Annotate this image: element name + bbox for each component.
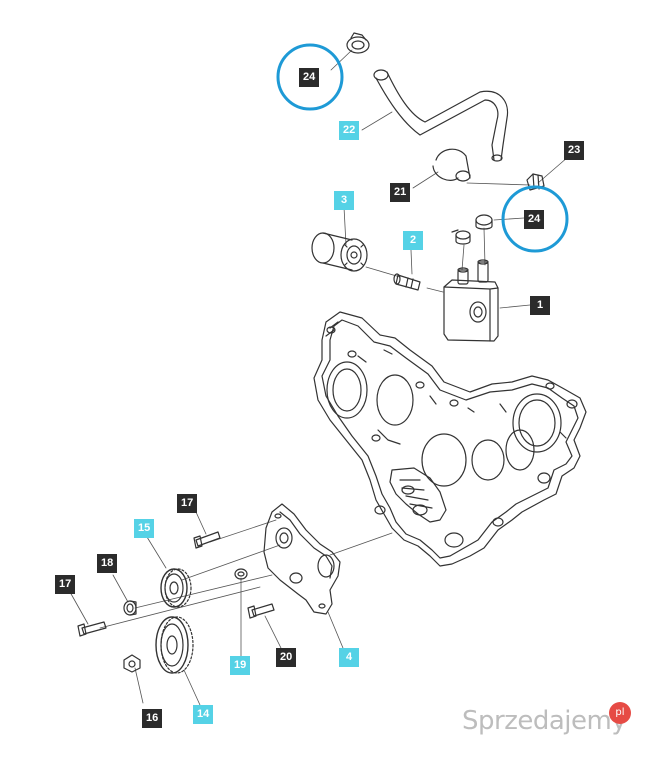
label-1: 1 xyxy=(530,296,550,315)
label-22: 22 xyxy=(339,121,360,140)
oil-pump-housing xyxy=(263,503,341,615)
hose-clamp-right xyxy=(475,214,493,230)
label-4: 4 xyxy=(339,648,359,667)
bushing xyxy=(123,600,137,616)
label-18: 18 xyxy=(97,554,118,573)
spacer xyxy=(234,568,248,580)
oil-cooler xyxy=(443,259,499,342)
small-gear xyxy=(160,568,192,608)
watermark-badge: pl xyxy=(609,702,631,724)
highlight-circle-top xyxy=(276,43,344,111)
coolant-hose xyxy=(373,69,509,162)
oil-filter xyxy=(311,232,368,272)
nut xyxy=(123,654,141,673)
bolt-lower xyxy=(247,603,275,619)
watermark-text: Sprzedajemy xyxy=(462,706,627,736)
label-24-top: 24 xyxy=(299,68,320,87)
timing-cover xyxy=(313,311,587,567)
label-21: 21 xyxy=(390,183,411,202)
large-gear xyxy=(155,616,194,674)
label-24-right: 24 xyxy=(524,210,545,229)
hose-clamp-small xyxy=(451,229,471,245)
highlight-circle-right xyxy=(501,185,569,253)
filter-connector xyxy=(393,273,421,291)
label-2: 2 xyxy=(403,231,423,250)
label-17-upper: 17 xyxy=(177,494,198,513)
label-16: 16 xyxy=(142,709,163,728)
label-3: 3 xyxy=(334,191,354,210)
label-15: 15 xyxy=(134,519,155,538)
bolt-upper xyxy=(193,531,221,549)
label-14: 14 xyxy=(193,705,214,724)
elbow-hose xyxy=(432,148,471,182)
hose-clamp-top xyxy=(346,32,370,54)
label-17-left: 17 xyxy=(55,575,76,594)
bolt-left xyxy=(77,621,107,637)
label-23: 23 xyxy=(564,141,585,160)
label-19: 19 xyxy=(230,656,251,675)
label-20: 20 xyxy=(276,648,297,667)
